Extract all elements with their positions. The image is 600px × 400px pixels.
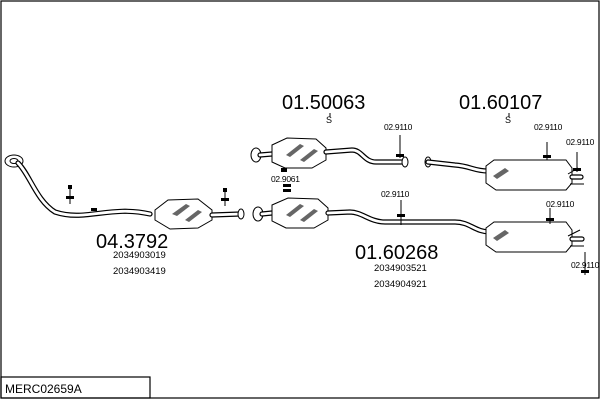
diagram-code-box: [0, 376, 151, 399]
hanger-front-1: [66, 185, 74, 204]
part-suffix-upper-rear: S: [505, 115, 511, 125]
oe-ref-lower-1: 2034903521: [374, 263, 427, 274]
part-number-upper-rear: 01.60107: [459, 92, 542, 114]
clamp-icon: [283, 184, 291, 187]
part-suffix-upper-middle: S: [326, 115, 332, 125]
oe-ref-front-2: 2034903419: [113, 266, 166, 277]
part-number-upper-middle: 01.50063: [282, 92, 365, 114]
hanger-upper-3: [573, 152, 581, 172]
hanger-lower-1: [397, 200, 405, 225]
part-number-front-pipe: 04.3792: [96, 231, 168, 253]
hanger-upper-1: [396, 135, 404, 158]
hanger-lower-3: [581, 252, 589, 275]
upper-middle-silencer: [271, 137, 327, 169]
fitting-label-lower-2: 02.9110: [546, 199, 575, 209]
fitting-label-lower-3: 02.9110: [571, 260, 600, 270]
oe-ref-lower-2: 2034904921: [374, 279, 427, 290]
fitting-label-upper-2: 02.9110: [534, 122, 563, 132]
rear-silencer-upper-assembly: [424, 142, 584, 191]
fitting-label-lower-1: 02.9110: [381, 189, 410, 199]
front-pipe-assembly: [4, 154, 245, 230]
oe-ref-front-1: 2034903019: [113, 250, 166, 261]
middle-rear-lower-assembly: [252, 197, 589, 275]
upper-rear-silencer: [485, 159, 573, 191]
clamp-icon-lower: [283, 189, 291, 192]
diagram-code: MERC02659A: [5, 382, 82, 396]
catalytic-converter: [154, 198, 213, 230]
lower-rear-silencer: [485, 221, 573, 253]
hanger-front-2: [221, 188, 229, 206]
fitting-label-clamp: 02.9061: [271, 174, 300, 184]
hanger-lower-2: [546, 208, 554, 224]
middle-silencer-upper-assembly: [250, 135, 409, 172]
hanger-upper-2: [543, 142, 551, 160]
lower-middle-silencer: [271, 197, 329, 229]
fitting-label-upper-3: 02.9110: [566, 137, 595, 147]
fitting-label-upper-1: 02.9110: [384, 122, 413, 132]
part-number-lower-assembly: 01.60268: [355, 242, 438, 264]
